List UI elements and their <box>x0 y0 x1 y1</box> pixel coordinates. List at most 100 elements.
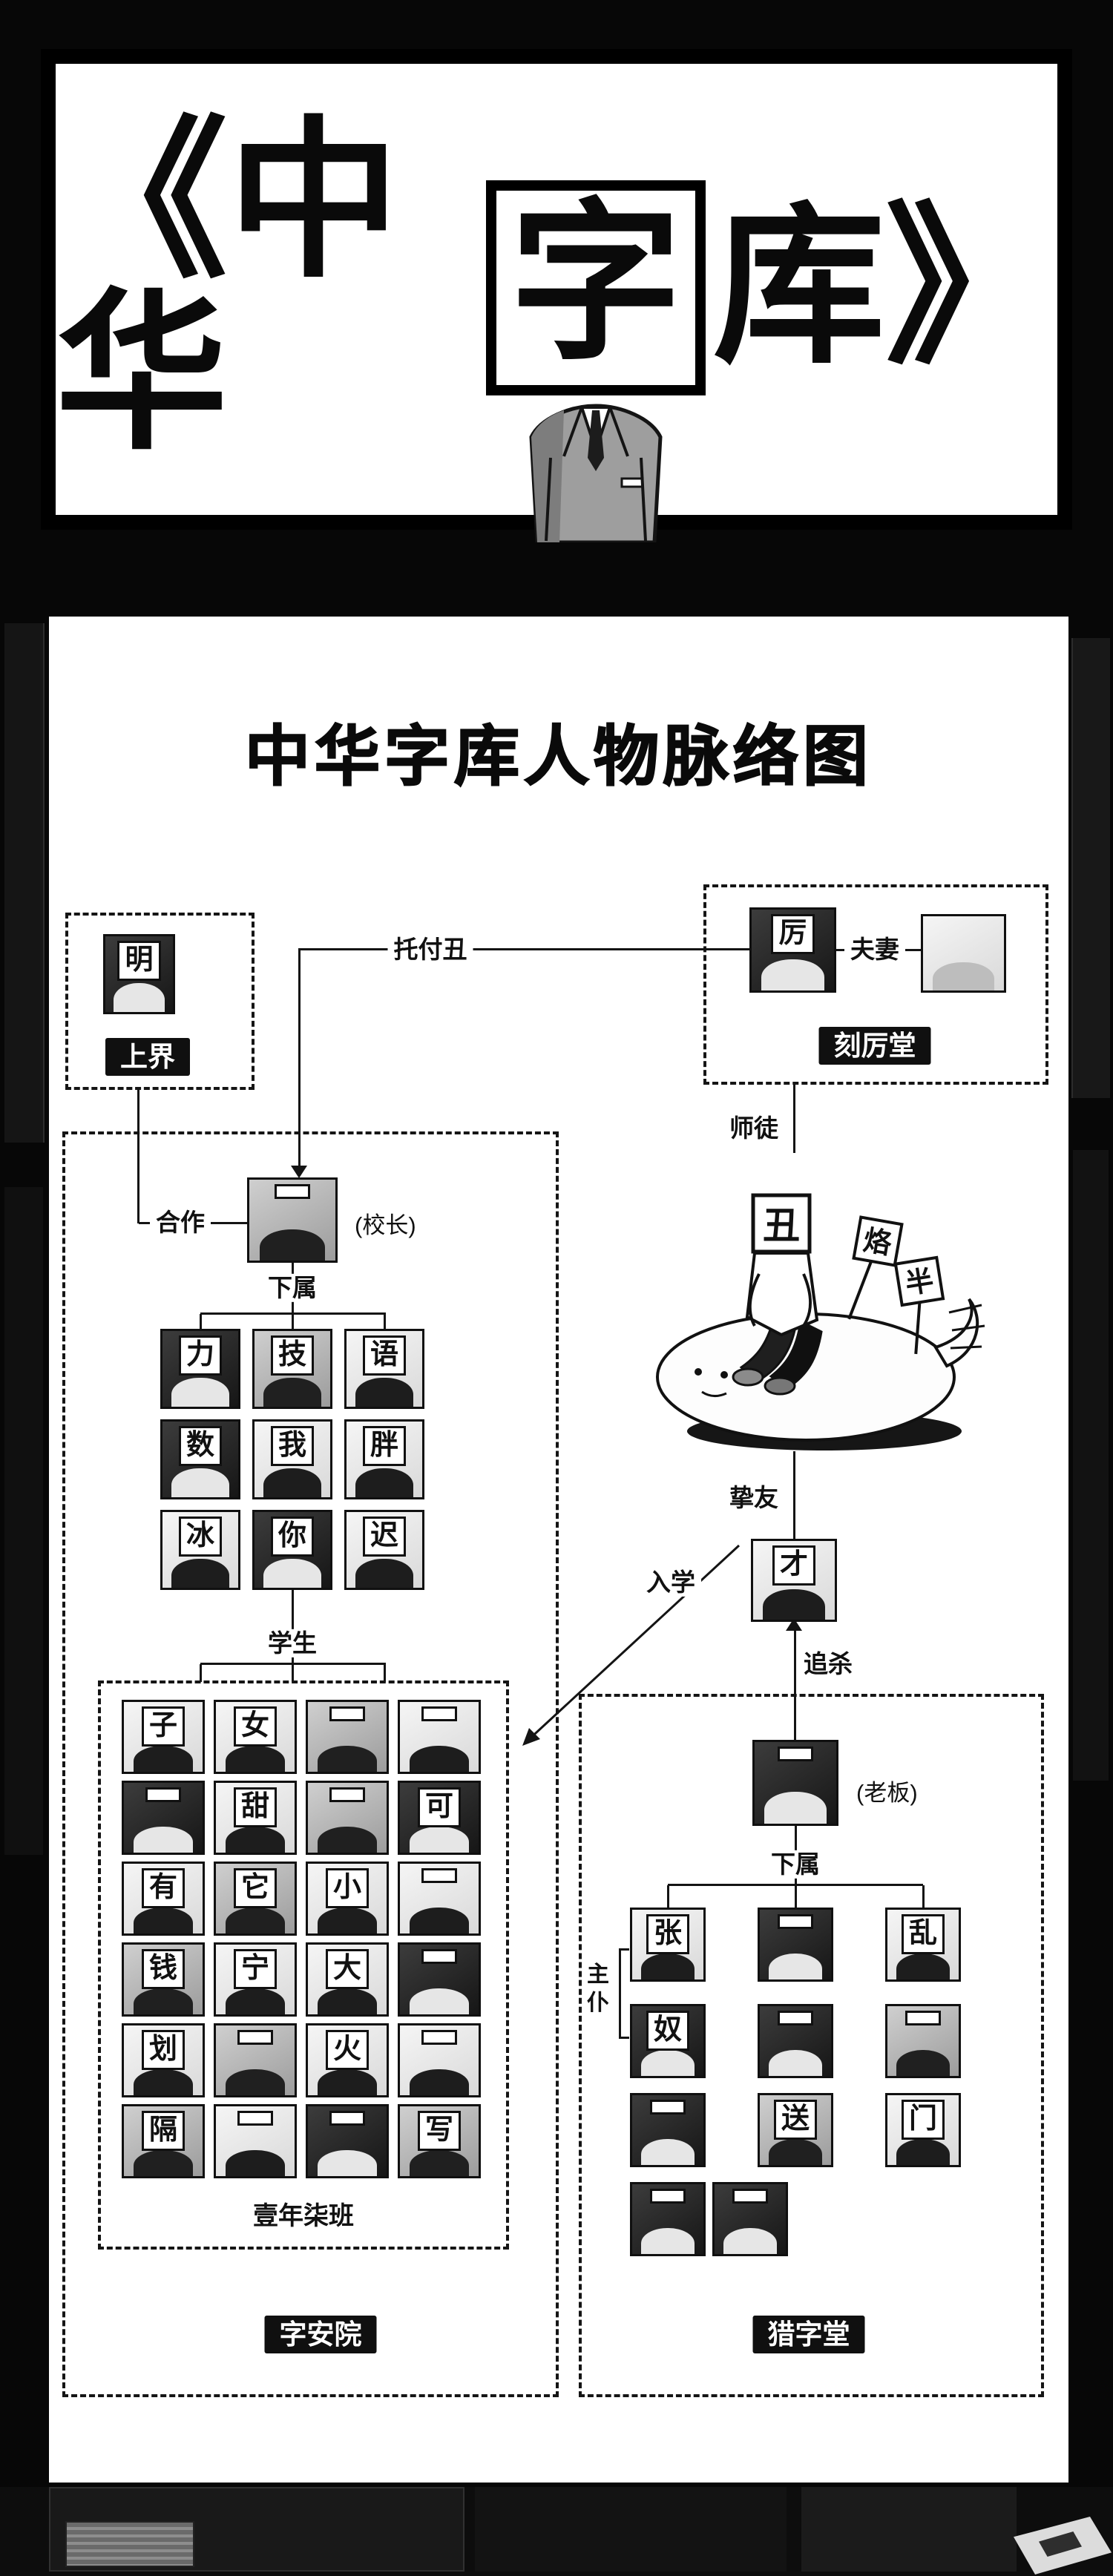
faction-box-zianyuan <box>62 1131 559 2397</box>
watermark-logo-mark <box>1039 2531 1082 2557</box>
sign-right-char: 半 <box>903 1265 936 1300</box>
portrait-char: 甜 <box>233 1787 277 1827</box>
connector-line <box>794 1629 796 1740</box>
portrait-char: 数 <box>178 1426 222 1466</box>
portrait-char: 语 <box>362 1335 406 1376</box>
portrait-student: 大 <box>306 1942 389 2017</box>
portrait-student: 火 <box>306 2023 389 2097</box>
portrait-char <box>732 2189 768 2204</box>
class-box-students <box>98 1680 509 2250</box>
comic-title: 《中华 字 库》 <box>56 116 1057 542</box>
faction-label-liezitang: 猎字堂 <box>752 2316 865 2353</box>
portrait-hunter: 张 <box>630 1908 706 1982</box>
portrait-teacher: 我 <box>252 1419 332 1499</box>
speech-bubble-fragment <box>65 2521 194 2567</box>
portrait-student: 写 <box>398 2104 481 2178</box>
portrait-student: 钱 <box>122 1942 205 2017</box>
connector-line <box>200 1664 202 1682</box>
relation-subordinates-hall: 下属 <box>765 1850 826 1879</box>
relationship-map-panel: 中华字库人物脉络图 <box>49 617 1068 2483</box>
portrait-student: 隔 <box>122 2104 205 2178</box>
relation-students: 学生 <box>262 1629 323 1658</box>
portrait-char: 火 <box>325 2030 369 2070</box>
portrait-student <box>306 2104 389 2178</box>
background-panel-fragment <box>801 2487 1017 2572</box>
connector-line <box>200 1663 386 1665</box>
connector-line <box>137 1090 139 1223</box>
faction-label-zianyuan: 字安院 <box>264 2316 377 2353</box>
relation-entrust: 托付丑 <box>387 935 473 965</box>
portrait-char: 力 <box>178 1335 222 1376</box>
portrait-hunter <box>630 2093 706 2167</box>
portrait-char <box>329 1706 365 1721</box>
portrait-teacher: 技 <box>252 1329 332 1409</box>
class-name: 壹年柒班 <box>253 2202 354 2230</box>
portrait-char <box>275 1184 310 1199</box>
portrait-teacher: 胖 <box>344 1419 424 1499</box>
portrait-char <box>421 1868 457 1883</box>
boxed-head-character: 字 <box>485 180 706 542</box>
portrait-char: 宁 <box>233 1949 277 1989</box>
portrait-student <box>398 2023 481 2097</box>
portrait-hunter: 门 <box>885 2093 961 2167</box>
boxed-head-character-glyph: 字 <box>509 188 682 380</box>
portrait-best-friend: 才 <box>751 1539 837 1622</box>
connector-line <box>298 948 301 1168</box>
boss-note: (老板) <box>856 1780 918 1806</box>
sign-left: 烙 <box>847 1215 904 1320</box>
faction-box-kelitang <box>703 884 1048 1085</box>
portrait-hunter <box>758 1908 833 1982</box>
background-panel-fragment <box>1073 1150 1109 1781</box>
connector-line <box>793 1085 795 1153</box>
portrait-char: 我 <box>270 1426 314 1466</box>
portrait-char <box>421 1949 457 1964</box>
relation-master-servant: 主仆 <box>585 1961 611 2017</box>
portrait-student: 划 <box>122 2023 205 2097</box>
portrait-student <box>398 1700 481 1774</box>
portrait-char: 张 <box>646 1914 689 1954</box>
background-panel-fragment <box>4 623 45 1143</box>
portrait-char <box>237 2111 273 2126</box>
bracket-line <box>619 1948 621 2039</box>
portrait-student <box>398 1862 481 1936</box>
portrait-student: 女 <box>214 1700 297 1774</box>
portrait-student <box>214 2104 297 2178</box>
portrait-char <box>329 2111 365 2126</box>
relation-enroll: 入学 <box>640 1568 701 1597</box>
title-banner: 《中华 字 库》 <box>41 49 1072 542</box>
portrait-kelitang-master: 厉 <box>749 907 836 993</box>
portrait-student <box>306 1700 389 1774</box>
connector-line <box>384 1664 386 1682</box>
portrait-shangjie-member: 明 <box>103 934 175 1014</box>
connector-line <box>795 1885 797 1908</box>
portrait-kelitang-spouse <box>921 914 1006 993</box>
sign-left-char: 烙 <box>861 1225 894 1261</box>
portrait-student <box>306 1781 389 1855</box>
portrait-char: 有 <box>141 1868 185 1908</box>
relation-couple: 夫妻 <box>844 935 905 965</box>
portrait-char <box>650 2100 686 2115</box>
portrait-hunter <box>630 2182 706 2256</box>
portrait-student <box>122 1781 205 1855</box>
portrait-char <box>421 2030 457 2045</box>
connector-line <box>384 1314 386 1330</box>
portrait-char <box>905 2011 941 2025</box>
bracket-line <box>619 2037 629 2039</box>
portrait-char <box>650 2189 686 2204</box>
portrait-char <box>421 1706 457 1721</box>
portrait-char: 钱 <box>141 1949 185 1989</box>
portrait-char <box>237 2030 273 2045</box>
connector-line <box>200 1312 386 1315</box>
portrait-hunter: 乱 <box>885 1908 961 1982</box>
portrait-char: 乱 <box>901 1914 945 1954</box>
portrait-char <box>778 2011 813 2025</box>
portrait-char <box>329 1787 365 1802</box>
portrait-char: 可 <box>417 1787 461 1827</box>
portrait-char: 技 <box>270 1335 314 1376</box>
portrait-student: 可 <box>398 1781 481 1855</box>
portrait-hunter: 奴 <box>630 2004 706 2078</box>
portrait-char <box>778 1914 813 1929</box>
portrait-char: 划 <box>141 2030 185 2070</box>
portrait-teacher: 你 <box>252 1510 332 1590</box>
